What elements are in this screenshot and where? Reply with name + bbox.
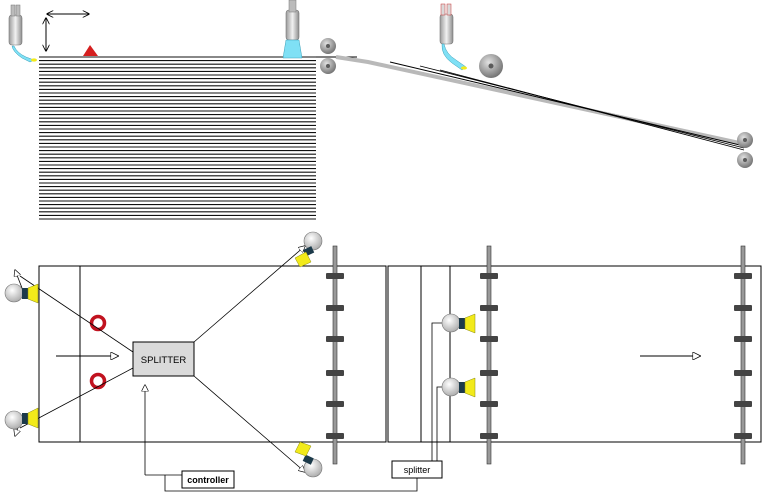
sprocket-rail	[326, 245, 344, 465]
sprocket-icon	[326, 336, 344, 342]
splitter-unit: SPLITTER	[132, 341, 195, 377]
spray-icon	[282, 39, 303, 59]
camera-sensor-icon	[441, 313, 476, 334]
splitter-small-label: splitter	[404, 465, 431, 475]
roller-icon	[737, 132, 753, 148]
roller-icon	[320, 38, 336, 54]
sprocket-rail	[734, 245, 752, 465]
red-ring-icon	[89, 314, 107, 332]
sprocket-icon	[734, 370, 752, 376]
nozzle-icon	[285, 0, 300, 41]
sprocket-icon	[480, 433, 498, 439]
red-ring-icon	[89, 372, 107, 390]
sprocket-icon	[734, 433, 752, 439]
sprocket-icon	[480, 305, 498, 311]
nozzle-middle	[282, 0, 303, 59]
controller-unit: controller	[181, 470, 235, 489]
nozzle-icon	[8, 4, 23, 46]
sprocket-icon	[326, 433, 344, 439]
sprocket-icon	[326, 305, 344, 311]
camera-sensor-icon	[294, 231, 323, 268]
splitter-label: SPLITTER	[141, 355, 187, 366]
sprocket-icon	[480, 273, 498, 279]
move-arrow-icon	[46, 14, 89, 51]
camera-sensor-icon	[294, 441, 323, 478]
web-transport	[316, 38, 753, 168]
camera-sensor-icon	[4, 283, 39, 304]
sprocket-rail	[480, 245, 498, 465]
sprocket-icon	[326, 401, 344, 407]
spray-icon	[11, 45, 37, 63]
sprocket-icon	[734, 401, 752, 407]
roller-icon	[320, 58, 336, 74]
right-station	[387, 245, 762, 465]
sprocket-icon	[480, 401, 498, 407]
roller-icon	[479, 54, 503, 78]
sprocket-icon	[326, 370, 344, 376]
camera-sensor-icon	[441, 377, 476, 398]
sprocket-icon	[326, 273, 344, 279]
spray-icon	[441, 43, 467, 71]
sprocket-icon	[480, 336, 498, 342]
sprocket-icon	[480, 370, 498, 376]
sprocket-icon	[734, 273, 752, 279]
edge-marker	[83, 45, 98, 56]
camera-sensor-icon	[4, 407, 39, 430]
sprocket-icon	[734, 305, 752, 311]
nozzle-right	[439, 3, 467, 71]
sprocket-icon	[734, 336, 752, 342]
nozzle-left	[8, 4, 89, 63]
sheet-stack	[39, 56, 316, 220]
left-station: SPLITTER	[15, 245, 387, 476]
signal-link	[164, 475, 418, 492]
nozzle-icon	[439, 3, 454, 45]
splitter-small-unit: splitter	[391, 460, 443, 479]
roller-icon	[737, 152, 753, 168]
controller-label: controller	[187, 475, 229, 485]
